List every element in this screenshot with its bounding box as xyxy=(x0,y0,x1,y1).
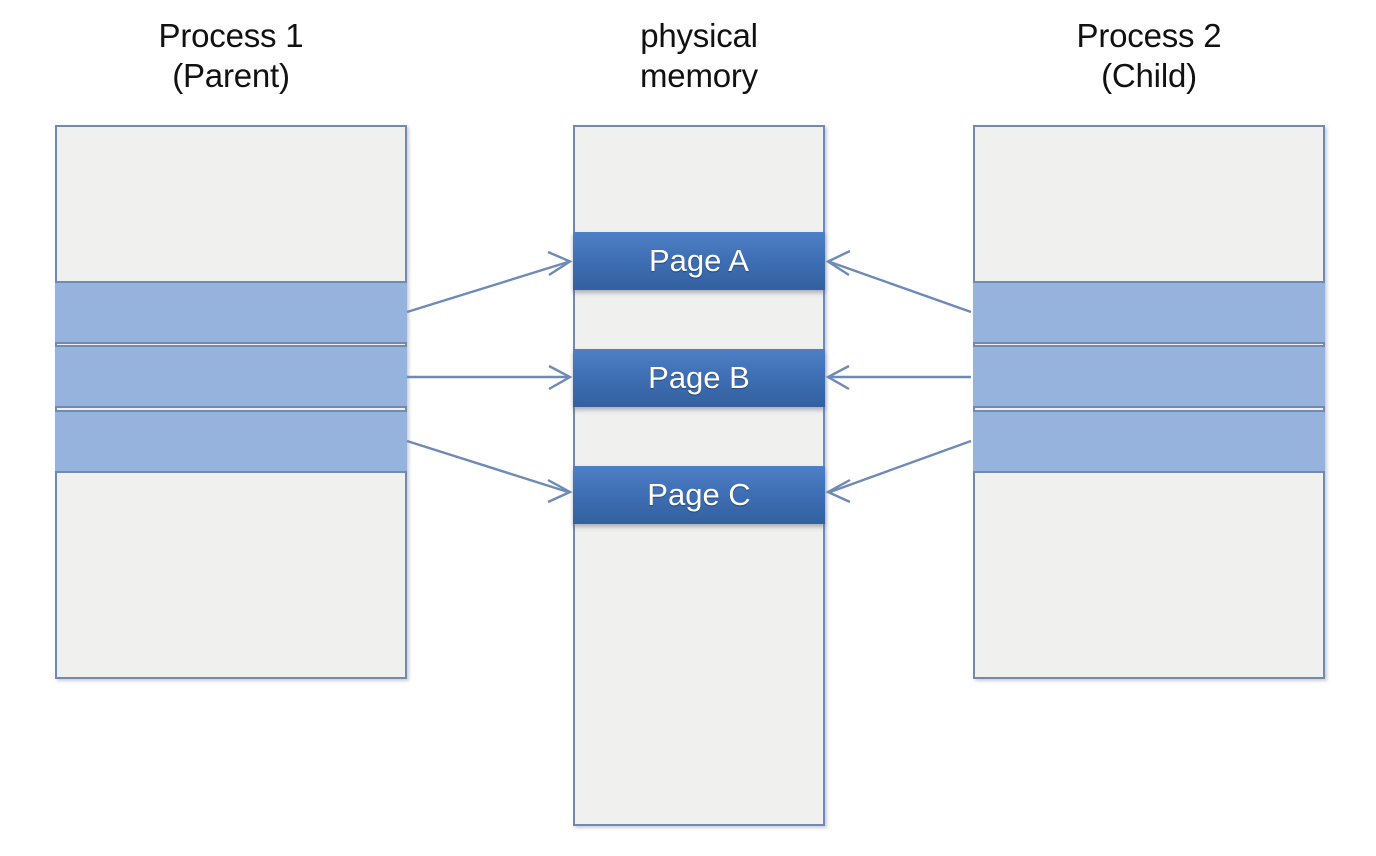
process1-mapped-entry-3 xyxy=(55,410,407,473)
process1-title: Process 1 (Parent) xyxy=(158,17,304,94)
arrow-p2-to-page-b xyxy=(825,364,971,391)
physical-memory-title: physical memory xyxy=(640,17,758,94)
process2-mapped-entry-1 xyxy=(973,281,1325,344)
process1-mapped-entry-2 xyxy=(55,345,407,408)
arrow-p1-to-page-a xyxy=(406,250,573,314)
page-block-b: Page B xyxy=(573,349,825,407)
process1-address-space xyxy=(55,125,407,679)
physical-memory-region: Page A Page B Page C xyxy=(573,125,825,826)
page-block-c: Page C xyxy=(573,466,825,524)
process2-mapped-entry-3 xyxy=(973,410,1325,473)
arrow-p2-to-page-c xyxy=(825,439,972,504)
arrow-p1-to-page-b xyxy=(407,364,573,391)
page-block-a: Page A xyxy=(573,232,825,290)
process2-title: Process 2 (Child) xyxy=(1076,17,1222,94)
process1-mapped-entry-1 xyxy=(55,281,407,344)
arrow-p2-to-page-a xyxy=(825,249,972,314)
process2-mapped-entry-2 xyxy=(973,345,1325,408)
process2-address-space xyxy=(973,125,1325,679)
arrow-p1-to-page-c xyxy=(406,439,573,504)
